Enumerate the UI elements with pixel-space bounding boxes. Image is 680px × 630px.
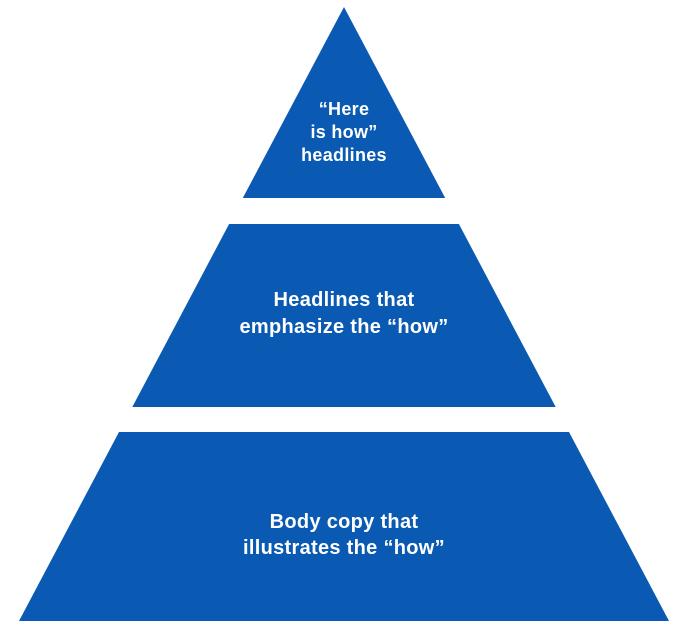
tier-top-label: “Here is how” headlines [194, 98, 494, 167]
tier-bottom-label-line-2: illustrates the “how” [243, 537, 445, 559]
pyramid-tier-top-shape [242, 7, 446, 198]
tier-top-label-line-1: “Here [318, 99, 370, 119]
tier-bottom-label: Body copy that illustrates the “how” [144, 509, 544, 561]
pyramid-tier-middle-shape [132, 224, 556, 407]
tier-middle-label: Headlines that emphasize the “how” [144, 287, 544, 341]
tier-middle-label-line-1: Headlines that [273, 289, 415, 311]
tier-top-label-line-2: is how” [310, 122, 378, 142]
tier-top-label-line-3: headlines [301, 145, 387, 165]
tier-middle-label-line-2: emphasize the “how” [239, 316, 449, 338]
tier-bottom-label-line-1: Body copy that [269, 511, 419, 533]
pyramid-tier-bottom-shape [19, 432, 669, 621]
